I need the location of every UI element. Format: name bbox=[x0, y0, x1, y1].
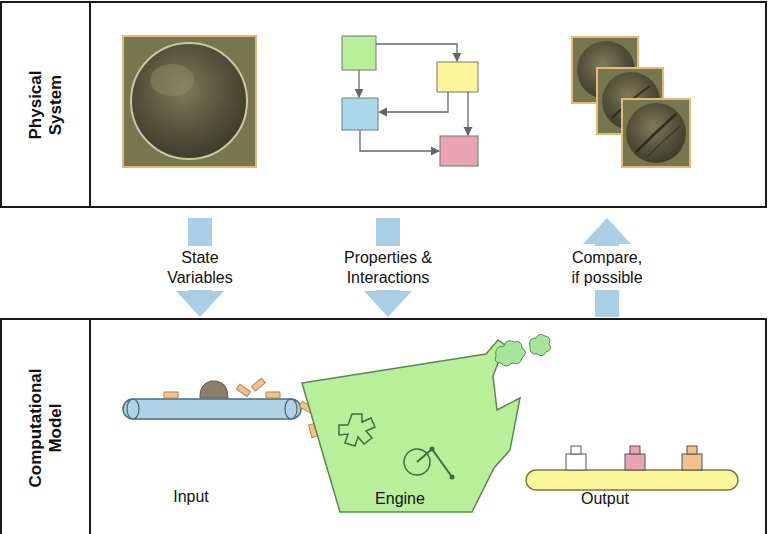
embryo-frames-part bbox=[648, 126, 680, 156]
engine-machine-part bbox=[450, 475, 455, 480]
interaction-flowchart-part bbox=[376, 44, 457, 61]
output-conveyor-part bbox=[687, 446, 697, 454]
embryo-image-part bbox=[150, 64, 194, 96]
engine-machine-part bbox=[339, 414, 375, 446]
engine-machine-part bbox=[302, 340, 520, 512]
arrow-label: Compare, if possible bbox=[564, 246, 650, 290]
interaction-flowchart-part bbox=[358, 70, 359, 97]
input-conveyor-part bbox=[266, 392, 280, 398]
engine-machine-part bbox=[417, 449, 452, 477]
interaction-flowchart-part bbox=[360, 130, 439, 151]
engine-machine bbox=[302, 340, 520, 512]
part-label: Input bbox=[173, 487, 209, 507]
arrow-label: Properties & Interactions bbox=[332, 246, 444, 290]
exhaust-puffs bbox=[495, 334, 550, 366]
exhaust-puffs-part bbox=[495, 341, 525, 366]
embryo-frames-part bbox=[636, 114, 676, 152]
panel-heading: Computational Model bbox=[26, 369, 66, 488]
heading-column: Computational Model bbox=[2, 320, 91, 534]
interaction-flowchart-part bbox=[467, 92, 468, 135]
embryo-frames bbox=[572, 37, 690, 167]
output-conveyor-part bbox=[526, 470, 738, 490]
interaction-flowchart-part bbox=[440, 136, 478, 166]
interaction-flowchart-part bbox=[342, 98, 378, 130]
interaction-flowchart-part bbox=[379, 92, 448, 112]
output-conveyor-part bbox=[566, 454, 586, 470]
input-conveyor-part bbox=[200, 381, 228, 398]
output-conveyor-part bbox=[625, 454, 645, 470]
input-conveyor bbox=[123, 378, 318, 437]
exhaust-puffs-part bbox=[530, 334, 551, 355]
input-conveyor-part bbox=[164, 392, 178, 398]
panel-band: Physical System bbox=[0, 1, 767, 208]
part-label: Engine bbox=[375, 489, 425, 509]
input-conveyor-part bbox=[236, 384, 250, 396]
heading-column: Physical System bbox=[2, 3, 91, 206]
input-conveyor-part bbox=[123, 399, 301, 419]
output-conveyor-part bbox=[571, 446, 581, 454]
engine-machine-part bbox=[430, 447, 435, 452]
input-conveyor-part bbox=[251, 378, 265, 391]
arrow-label: State Variables bbox=[157, 246, 243, 290]
embryo-frames-part bbox=[622, 99, 690, 167]
embryo-image-part bbox=[123, 36, 256, 167]
output-conveyor bbox=[526, 446, 738, 490]
part-label: Output bbox=[581, 489, 629, 509]
input-conveyor-part bbox=[285, 399, 297, 419]
embryo-image bbox=[123, 36, 256, 167]
embryo-frames-part bbox=[626, 103, 686, 163]
embryo-image-part bbox=[131, 43, 247, 159]
output-conveyor-part bbox=[630, 446, 640, 454]
output-conveyor-part bbox=[682, 454, 702, 470]
interaction-flowchart-part bbox=[342, 36, 376, 70]
interaction-flowchart bbox=[342, 36, 478, 166]
input-conveyor-part bbox=[127, 399, 139, 419]
interaction-flowchart-part bbox=[437, 62, 478, 92]
panel-heading: Physical System bbox=[26, 70, 66, 139]
